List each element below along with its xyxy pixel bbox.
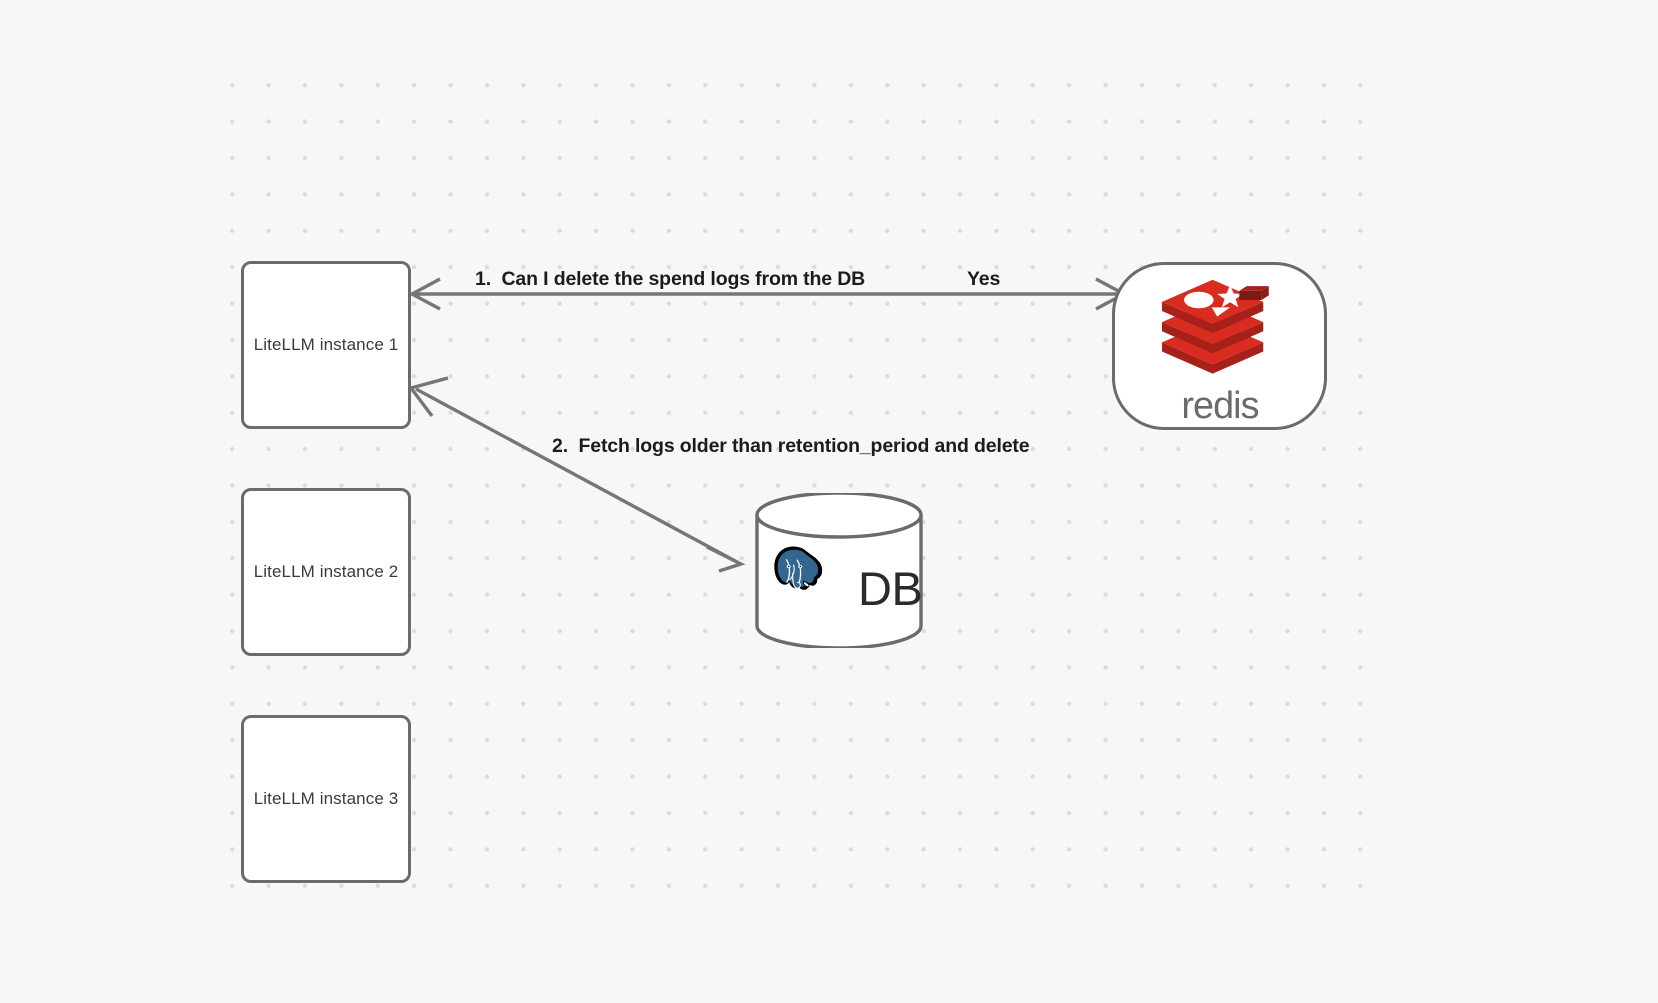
node-database[interactable]: DB [753, 491, 925, 650]
edge-2-arrow [408, 376, 746, 573]
redis-logo-icon [1161, 279, 1269, 374]
node-label: LiteLLM instance 1 [253, 335, 399, 354]
node-redis[interactable]: redis [1112, 262, 1327, 430]
node-litellm-instance-1[interactable]: LiteLLM instance 1 [241, 261, 411, 429]
postgresql-elephant-icon [774, 546, 823, 590]
database-cylinder-icon: DB [755, 491, 923, 650]
edge-2-label: 2. Fetch logs older than retention_perio… [552, 435, 1030, 457]
database-label: DB [858, 562, 922, 615]
edge-1-reply-label: Yes [967, 268, 1001, 290]
edge-1-label: 1. Can I delete the spend logs from the … [475, 268, 866, 290]
redis-wordmark-text: redis [1181, 384, 1258, 426]
redis-wordmark: redis [1181, 384, 1259, 426]
node-litellm-instance-2[interactable]: LiteLLM instance 2 [241, 488, 411, 656]
node-label: LiteLLM instance 3 [253, 789, 399, 808]
node-label: LiteLLM instance 2 [253, 562, 399, 581]
node-litellm-instance-3[interactable]: LiteLLM instance 3 [241, 715, 411, 883]
